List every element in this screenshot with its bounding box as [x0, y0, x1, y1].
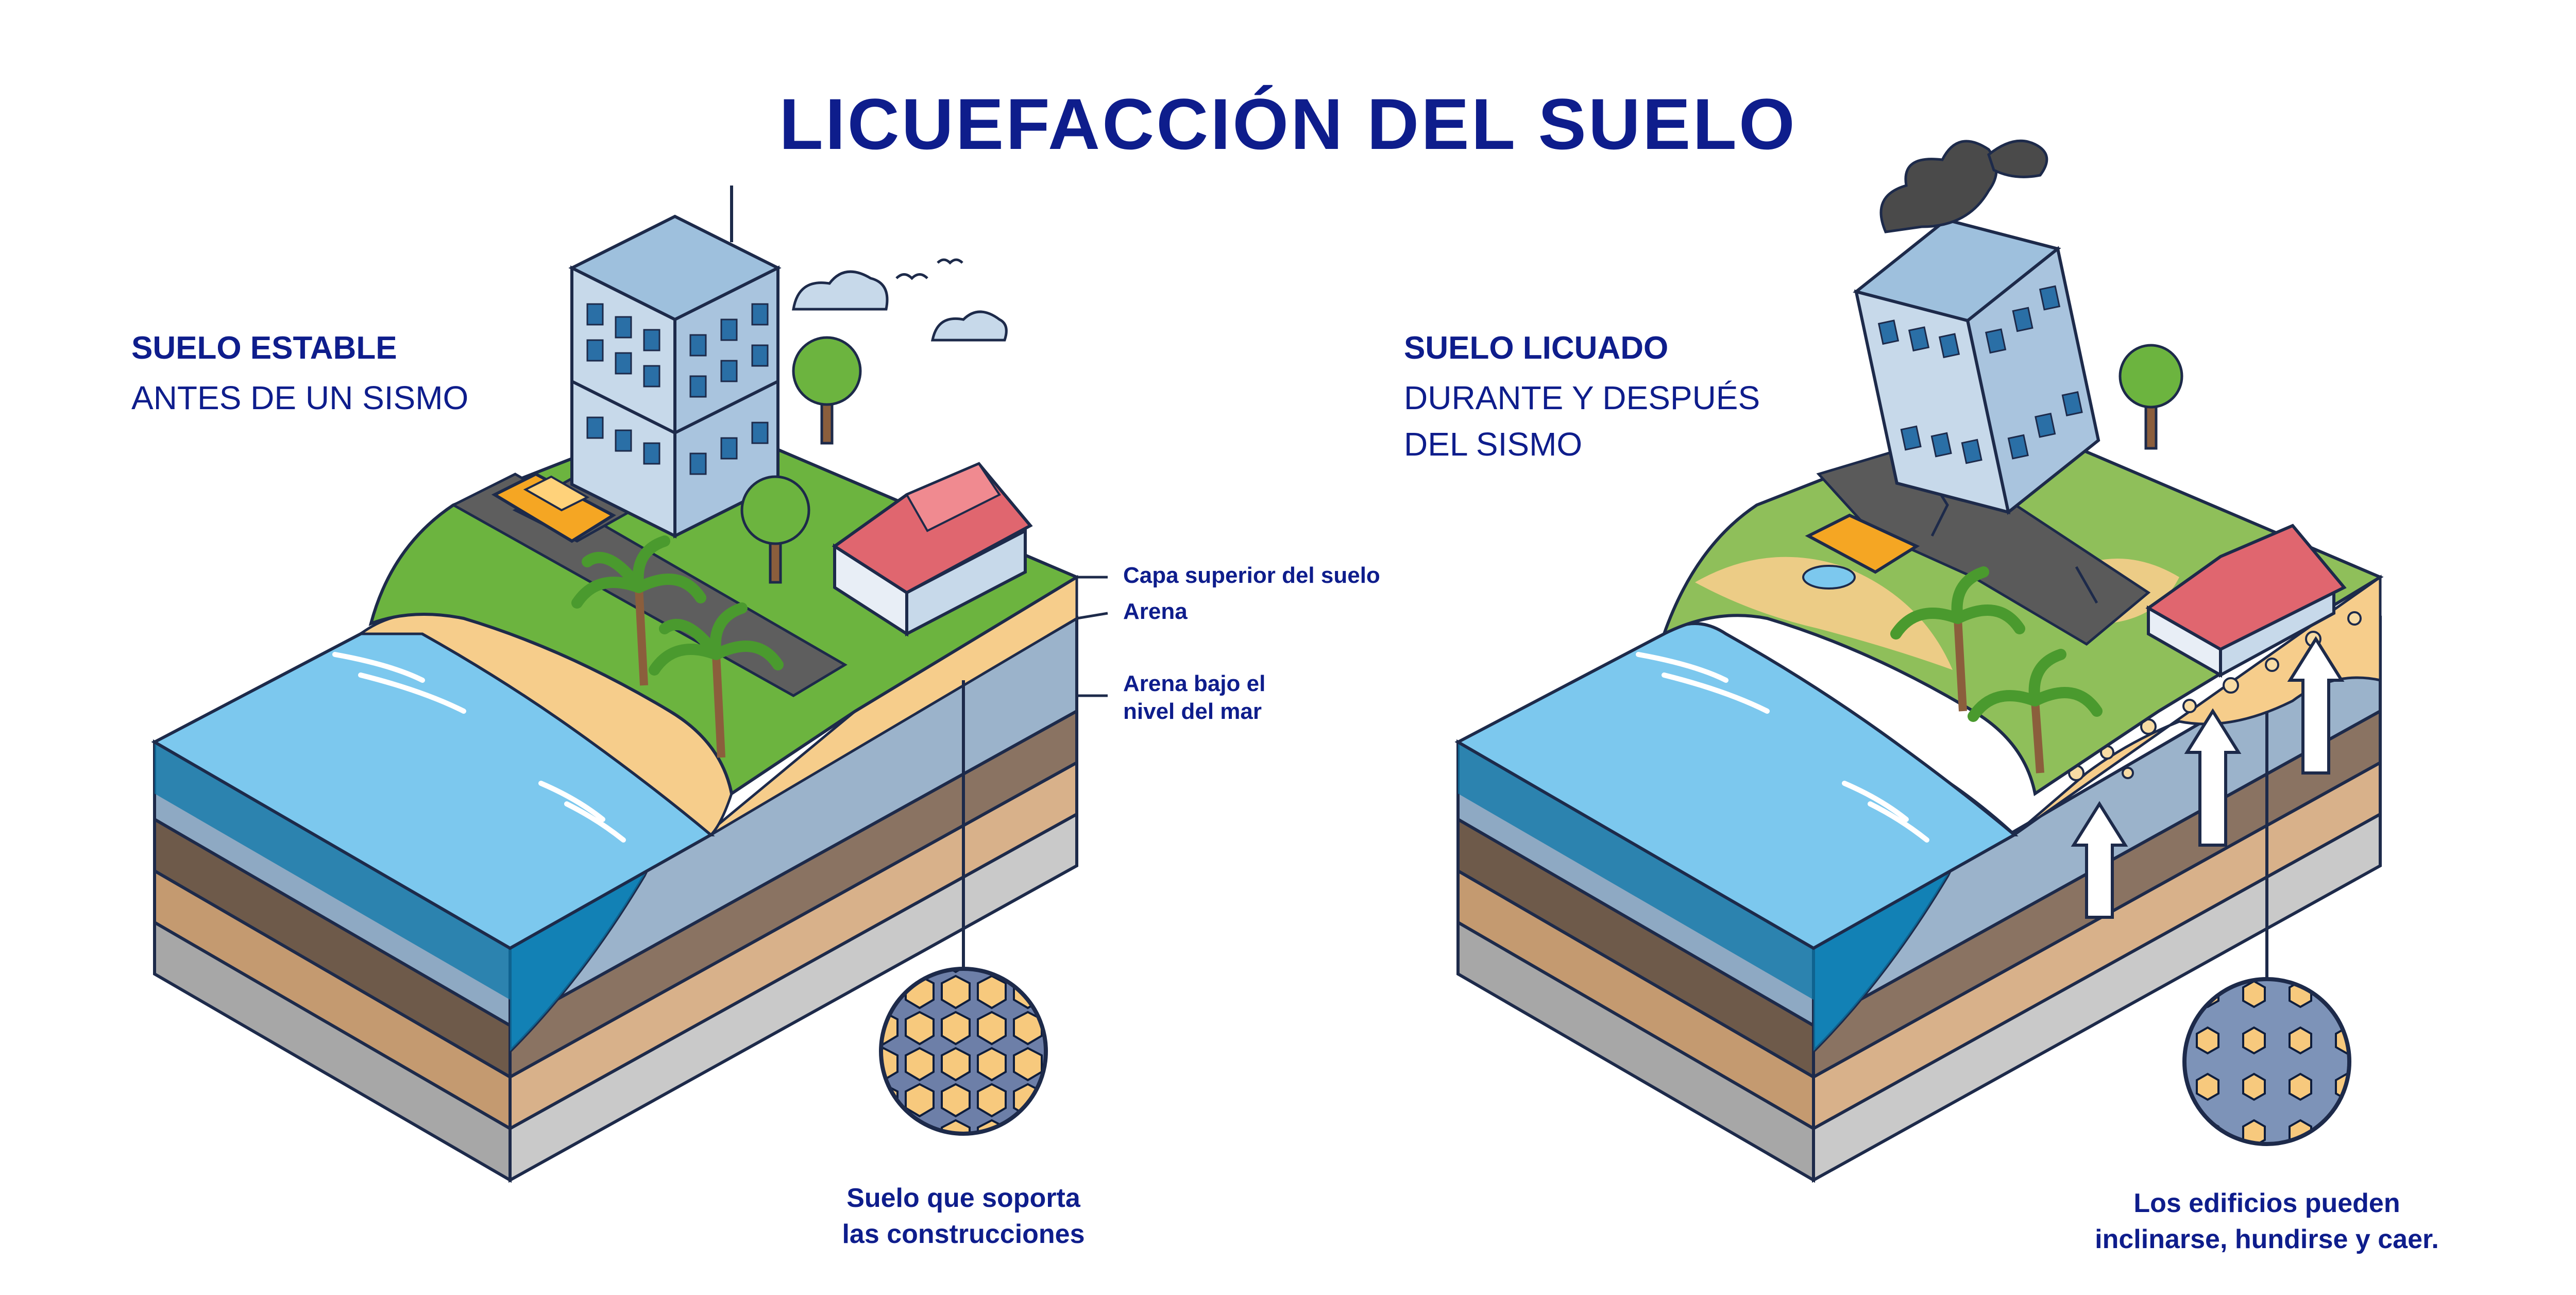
leader-sand	[1076, 612, 1108, 620]
right-subheading-line1: DURANTE Y DESPUÉS	[1404, 379, 1760, 416]
grain-circle-liquefied	[2182, 977, 2351, 1146]
birds	[895, 258, 963, 280]
layer-gray-right	[509, 811, 1078, 1183]
car	[491, 472, 616, 543]
label-sand-below-sea-1: Arena bajo el	[1123, 671, 1266, 696]
page-title: LICUEFACCIÓN DEL SUELO	[779, 83, 1797, 164]
sea-water-deep	[155, 742, 670, 1051]
right-heading: SUELO LICUADO	[1404, 330, 1669, 366]
label-sand-below-sea-2: nivel del mar	[1123, 699, 1262, 724]
right-caption-line2: inclinarse, hundirse y caer.	[2095, 1224, 2439, 1254]
house	[832, 462, 1033, 637]
palm-trees	[571, 535, 784, 758]
right-subheading-line2: DEL SISMO	[1404, 426, 1583, 463]
upward-arrows	[2071, 636, 2345, 919]
flooded-car	[1802, 513, 1920, 590]
label-topsoil: Capa superior del suelo	[1123, 563, 1380, 588]
left-heading: SUELO ESTABLE	[131, 330, 397, 366]
wave-lines	[332, 652, 626, 843]
left-subheading: ANTES DE UN SISMO	[131, 379, 469, 416]
left-caption-line1: Suelo que soporta	[846, 1183, 1080, 1213]
smoke-cloud	[1879, 140, 1998, 233]
tilted-building	[1853, 218, 2100, 515]
stable-soil-block	[151, 186, 1108, 1183]
label-sand: Arena	[1123, 599, 1188, 624]
grain-circle-stable	[879, 967, 1048, 1136]
apartment-building	[568, 186, 782, 539]
right-caption-line1: Los edificios pueden	[2133, 1188, 2400, 1218]
sunken-house	[2145, 524, 2347, 678]
left-caption-line2: las construcciones	[842, 1219, 1085, 1249]
trees	[740, 336, 862, 584]
liquefied-soil-block	[1454, 139, 2384, 1183]
clouds	[792, 270, 1008, 342]
